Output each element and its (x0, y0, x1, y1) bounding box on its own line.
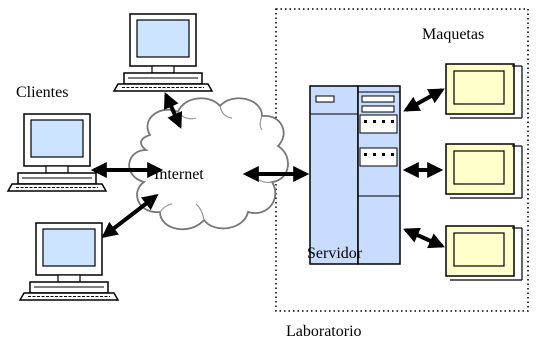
servidor-label: Servidor (307, 245, 363, 262)
clientes-label: Clientes (16, 84, 68, 101)
double-arrow-icon-bottom-client (101, 194, 159, 238)
double-arrow-icon-maqueta-3 (403, 227, 445, 249)
double-arrow-icon-top-client (163, 92, 183, 129)
maquetas-label: Maquetas (422, 26, 484, 43)
client-computer-icon-left (7, 113, 107, 192)
maqueta-device-icon-3 (445, 225, 523, 281)
client-computer-icon-top (113, 13, 213, 92)
internet-label: Internet (154, 166, 204, 183)
server-tower-icon (309, 85, 401, 265)
laboratory-boundary (275, 8, 529, 312)
double-arrow-icon-maqueta-1 (403, 88, 445, 112)
maqueta-device-icon-2 (445, 143, 523, 199)
maqueta-device-icon-1 (445, 63, 523, 119)
internet-cloud-icon (128, 97, 289, 231)
laboratorio-label: Laboratorio (286, 323, 362, 340)
